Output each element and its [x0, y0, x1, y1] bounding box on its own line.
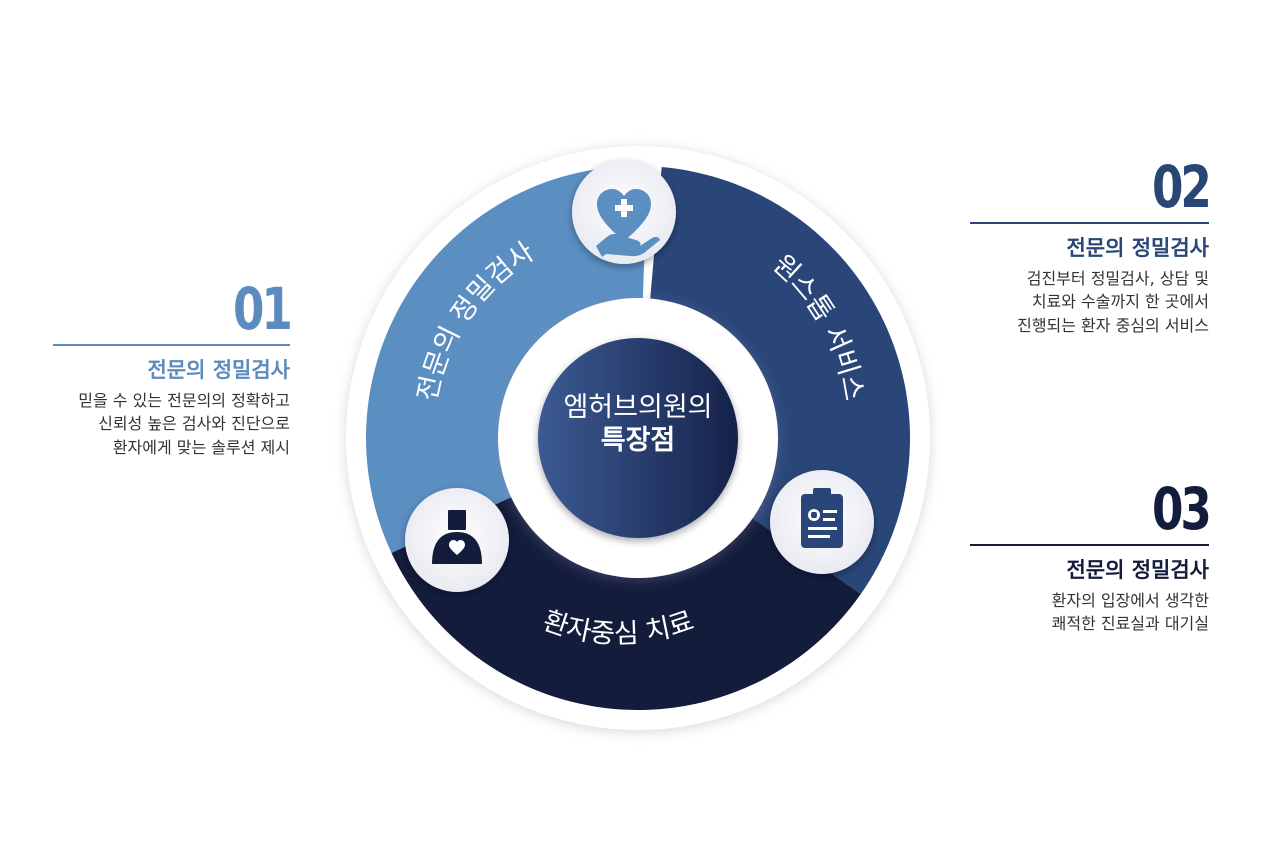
heart-hand-icon	[572, 160, 676, 264]
description-line: 환자에게 맞는 솔루션 제시	[112, 437, 290, 457]
item-number: 01	[233, 275, 293, 343]
center-title-line1: 엠허브의원의	[563, 392, 712, 423]
description-line: 환자의 입장에서 생각한	[1051, 591, 1209, 611]
info-block-03: 03 전문의 정밀검사 환자의 입장에서 생각한 쾌적한 진료실과 대기실	[970, 475, 1212, 636]
divider	[53, 344, 290, 346]
description-line: 신뢰성 높은 검사와 진단으로	[98, 414, 290, 434]
item-description: 환자의 입장에서 생각한 쾌적한 진료실과 대기실	[970, 589, 1209, 635]
divider	[970, 544, 1209, 546]
item-title: 전문의 정밀검사	[1066, 558, 1209, 582]
item-title: 전문의 정밀검사	[147, 358, 290, 382]
item-title: 전문의 정밀검사	[1066, 236, 1209, 260]
description-line: 검진부터 정밀검사, 상담 및	[1026, 269, 1209, 289]
item-description: 믿을 수 있는 전문의의 정확하고 신뢰성 높은 검사와 진단으로 환자에게 맞…	[53, 389, 290, 459]
doctor-icon	[405, 488, 509, 592]
item-description: 검진부터 정밀검사, 상담 및 치료와 수술까지 한 곳에서 진행되는 환자 중…	[970, 267, 1209, 337]
description-line: 믿을 수 있는 전문의의 정확하고	[78, 391, 290, 411]
description-line: 쾌적한 진료실과 대기실	[1051, 614, 1209, 634]
info-block-02: 02 전문의 정밀검사 검진부터 정밀검사, 상담 및 치료와 수술까지 한 곳…	[970, 153, 1212, 337]
clipboard-icon	[770, 470, 874, 574]
center-badge	[538, 338, 738, 538]
info-block-01: 01 전문의 정밀검사 믿을 수 있는 전문의의 정확하고 신뢰성 높은 검사와…	[53, 275, 293, 459]
item-number: 02	[1152, 153, 1212, 221]
divider	[970, 222, 1209, 224]
item-number: 03	[1152, 475, 1212, 543]
center-title-line2: 특장점	[601, 425, 676, 456]
description-line: 진행되는 환자 중심의 서비스	[1017, 315, 1209, 335]
segment-specialist	[366, 166, 648, 553]
description-line: 치료와 수술까지 한 곳에서	[1031, 292, 1209, 312]
